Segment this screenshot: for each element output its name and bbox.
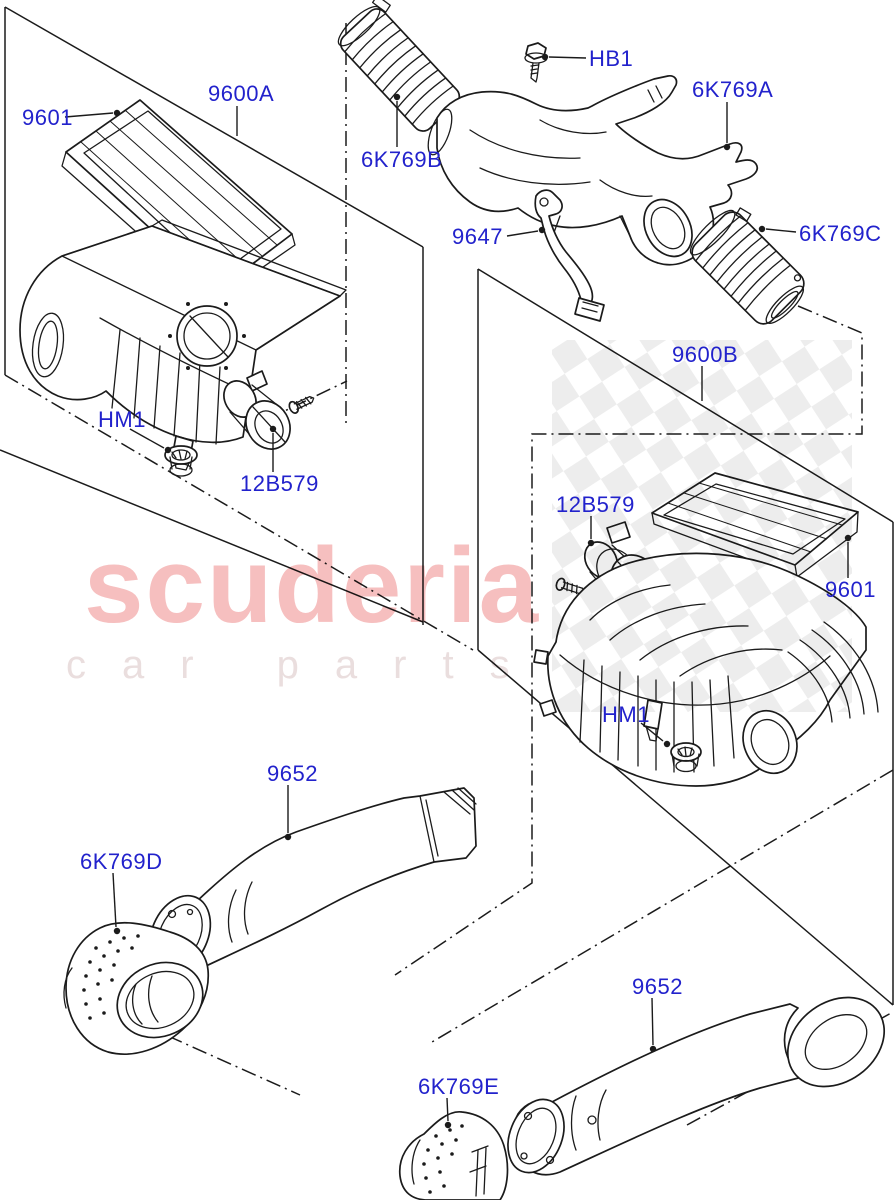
leader-dot-12B579-left: [269, 425, 277, 433]
part-label-12B579-right[interactable]: 12B579: [556, 492, 635, 517]
leader-dot-9647: [538, 226, 546, 234]
leader-dot-12B579-right: [587, 539, 595, 547]
leader-line-9601-left: [64, 112, 114, 118]
watermark-checker-pattern: [552, 340, 852, 712]
part-label-HB1[interactable]: HB1: [589, 46, 633, 71]
part-label-9652-left[interactable]: 9652: [267, 761, 318, 786]
part-label-9600A[interactable]: 9600A: [208, 81, 274, 106]
watermark-brand-text: scuderia: [84, 525, 540, 645]
leader-dot-HB1: [541, 53, 549, 61]
leader-line-9647: [506, 230, 539, 237]
air-cleaner-box-left: [19, 219, 347, 471]
leader-line-6K769D: [112, 872, 117, 928]
corrugated-hose-6K769C: [689, 207, 805, 325]
part-label-6K769C[interactable]: 6K769C: [799, 221, 882, 246]
part-label-HM1-left[interactable]: HM1: [98, 407, 146, 432]
leader-dot-6K769C: [758, 225, 766, 233]
part-label-HM1-right[interactable]: HM1: [602, 702, 650, 727]
part-label-12B579-left[interactable]: 12B579: [240, 471, 319, 496]
intake-duct-assembly: [337, 0, 805, 325]
leader-dot-6K769D: [113, 927, 121, 935]
screw-left: [288, 395, 315, 414]
air-cleaner-assembly-left: [19, 99, 347, 477]
part-label-9652-right[interactable]: 9652: [632, 974, 683, 999]
snorkel-perforations: [422, 1124, 464, 1194]
intake-snorkel-6K769D: [63, 921, 210, 1055]
part-label-6K769A[interactable]: 6K769A: [692, 77, 773, 102]
watermark: scuderia car parts: [66, 340, 852, 712]
intake-snorkel-6K769E: [398, 1111, 509, 1200]
leader-dot-6K769B: [393, 93, 401, 101]
part-label-9601-left[interactable]: 9601: [22, 105, 73, 130]
leader-dot-6K769A: [723, 143, 731, 151]
snorkel-perforations: [82, 934, 140, 1020]
main-intake-duct-6K769A: [427, 75, 759, 266]
leader-dot-9601-left: [113, 109, 121, 117]
leader-dot-HM1-right: [663, 740, 671, 748]
leader-dot-9652-right: [649, 1045, 657, 1053]
air-duct-9652-right: [507, 996, 886, 1176]
duct-group-right: [398, 996, 886, 1200]
leader-dot-9652-left: [284, 833, 292, 841]
bolt-HB1: [524, 42, 548, 83]
leader-dot-9601-right: [844, 534, 852, 542]
part-label-6K769E[interactable]: 6K769E: [418, 1074, 499, 1099]
leader-line-9652-right: [651, 997, 654, 1046]
leader-line-HB1: [548, 56, 587, 59]
part-label-9647[interactable]: 9647: [452, 224, 503, 249]
part-label-9601-right[interactable]: 9601: [825, 577, 876, 602]
leader-line-6K769C: [765, 228, 797, 233]
leader-dot-HM1-left: [164, 446, 172, 454]
duct-group-left: [63, 787, 477, 1055]
leader-line-6K769E: [446, 1097, 449, 1122]
part-label-6K769B[interactable]: 6K769B: [361, 147, 442, 172]
watermark-tagline-text: car parts: [66, 643, 546, 687]
grommet-right: [670, 742, 702, 773]
leader-dot-6K769E: [444, 1121, 452, 1129]
leader-line-HM1-left: [129, 428, 165, 449]
maf-sensor-left: [223, 370, 291, 450]
leader-line-HM1-right: [640, 722, 664, 742]
part-label-6K769D[interactable]: 6K769D: [80, 849, 163, 874]
grommet-left: [164, 445, 198, 477]
part-label-9600B[interactable]: 9600B: [672, 342, 738, 367]
callout-labels-layer: 9601 9600A HB1 6K769A 6K769B 9647 6K769C 9600B 1…: [22, 46, 882, 1129]
support-bracket-9647: [534, 189, 605, 322]
